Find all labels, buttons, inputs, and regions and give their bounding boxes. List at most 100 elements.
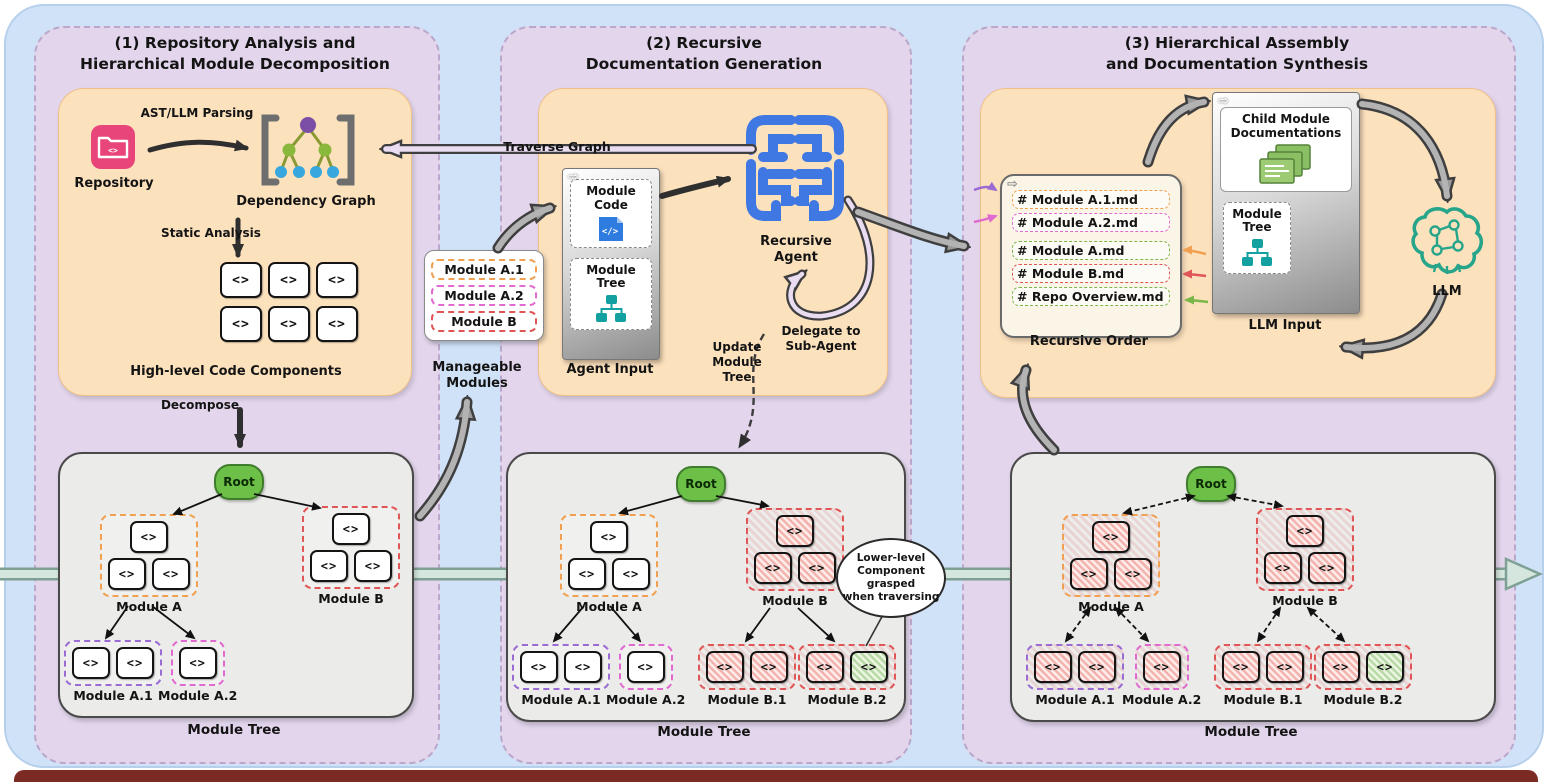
module-a1-label: Module A.1 bbox=[73, 688, 153, 703]
repository-icon: <> bbox=[91, 125, 135, 169]
code-component-icon: <> bbox=[220, 306, 262, 342]
module-code-icon: </> bbox=[599, 216, 623, 241]
module-a2-group: <> Module A.2 bbox=[606, 644, 685, 707]
code-component-icon: <> bbox=[750, 651, 788, 683]
traverse-graph-label: Traverse Graph bbox=[503, 139, 611, 154]
recursive-order-label: Recursive Order bbox=[1029, 334, 1149, 349]
code-component-icon: <> bbox=[776, 515, 814, 547]
code-component-icon: <> bbox=[754, 552, 792, 584]
svg-text:</>: </> bbox=[602, 227, 619, 237]
agent-input-box: ⇨ Module Code </> Module Tree bbox=[562, 168, 660, 360]
recursive-agent-label: Recursive Agent bbox=[760, 234, 832, 266]
module-b2-group: <><> Module B.2 bbox=[1314, 644, 1412, 707]
code-component-icon: <> bbox=[612, 558, 650, 590]
module-a-label: Module A bbox=[116, 599, 182, 614]
ast-parsing-label: AST/LLM Parsing bbox=[140, 106, 254, 120]
code-component-icon: <> bbox=[1078, 651, 1116, 683]
code-component-icon: <> bbox=[1266, 651, 1304, 683]
code-component-icon-grasped: <> bbox=[850, 651, 888, 683]
components-label: High-level Code Components bbox=[130, 364, 342, 379]
module-b1-label: Module B.1 bbox=[1223, 692, 1303, 707]
repository-label: Repository bbox=[74, 176, 154, 191]
module-a1-label: Module A.1 bbox=[521, 692, 601, 707]
code-component-icon: <> bbox=[1264, 552, 1302, 584]
module-b-label: Module B bbox=[318, 591, 384, 606]
panel-2-title-line1: (2) Recursive bbox=[646, 34, 762, 52]
module-a1-group: <><> Module A.1 bbox=[512, 644, 610, 707]
page-arrow-icon: ⇨ bbox=[1007, 177, 1018, 192]
code-component-icon: <> bbox=[354, 550, 392, 582]
code-component-icon: <> bbox=[220, 262, 262, 298]
module-tree-caption-2: Module Tree bbox=[657, 724, 751, 740]
code-component-icon: <> bbox=[310, 550, 348, 582]
module-tree-card: Module Tree bbox=[1223, 201, 1291, 275]
module-b-label: Module B bbox=[762, 593, 828, 608]
panel-3-title-line2: and Documentation Synthesis bbox=[1105, 55, 1369, 73]
module-a-group: <> <><> Module A bbox=[1062, 514, 1160, 614]
code-component-icon: <> bbox=[178, 647, 217, 679]
manageable-item: Module B bbox=[431, 311, 537, 332]
dependency-graph-icon bbox=[261, 114, 355, 186]
module-a1-group: <><> Module A.1 bbox=[64, 640, 162, 703]
code-component-icon: <> bbox=[568, 558, 606, 590]
code-component-icon: <> bbox=[268, 306, 310, 342]
code-component-icon: <> bbox=[152, 558, 190, 590]
cloud-line3: when traversing bbox=[842, 591, 940, 604]
order-item: # Repo Overview.md bbox=[1012, 287, 1170, 306]
module-b2-group: <><> Module B.2 bbox=[798, 644, 896, 707]
root-node: Root bbox=[676, 466, 726, 502]
module-b-group: <> <><> Module B bbox=[302, 506, 400, 606]
code-component-icon: <> bbox=[316, 262, 358, 298]
llm-input-box: ⇨ Child Module Documentations Module Tre… bbox=[1212, 92, 1360, 314]
module-a2-label: Module A.2 bbox=[1122, 692, 1202, 707]
update-module-tree-label: Update Module Tree bbox=[712, 340, 762, 384]
code-component-icon: <> bbox=[1286, 515, 1324, 547]
manageable-item: Module A.1 bbox=[431, 259, 537, 280]
panel-2-title-line2: Documentation Generation bbox=[585, 55, 823, 73]
module-tree-card: Module Tree bbox=[570, 257, 652, 331]
module-tree-label: Module Tree bbox=[1232, 206, 1282, 235]
code-component-icon: <> bbox=[268, 262, 310, 298]
module-b2-label: Module B.2 bbox=[1323, 692, 1403, 707]
panel-3-title-line1: (3) Hierarchical Assembly bbox=[1124, 34, 1350, 52]
module-b-group: <> <><> Module B bbox=[746, 508, 844, 608]
code-component-icon: <> bbox=[564, 651, 602, 683]
page-arrow-icon: ⇨ bbox=[1218, 94, 1229, 109]
svg-text:<>: <> bbox=[108, 146, 118, 155]
llm-input-label: LLM Input bbox=[1248, 318, 1322, 333]
panel-1-title-line2: Hierarchical Module Decomposition bbox=[80, 55, 390, 73]
code-component-icon: <> bbox=[1322, 651, 1360, 683]
code-component-icon: <> bbox=[72, 647, 110, 679]
recursive-order-box: ⇨ # Module A.1.md # Module A.2.md # Modu… bbox=[1000, 174, 1182, 338]
module-b1-label: Module B.1 bbox=[707, 692, 787, 707]
module-tree-label: Module Tree bbox=[586, 262, 636, 291]
module-code-card: Module Code </> bbox=[570, 179, 652, 248]
module-a-group: <> <><> Module A bbox=[100, 514, 198, 614]
code-component-icon: <> bbox=[520, 651, 558, 683]
module-tree-icon bbox=[1242, 239, 1272, 267]
code-component-icon: <> bbox=[1092, 521, 1130, 553]
module-b-group: <> <><> Module B bbox=[1256, 508, 1354, 608]
decompose-label: Decompose bbox=[160, 398, 240, 412]
llm-icon bbox=[1411, 207, 1484, 274]
manageable-modules-label: Manageable Modules bbox=[432, 360, 522, 392]
module-a1-group: <><> Module A.1 bbox=[1026, 644, 1124, 707]
bottom-strip bbox=[14, 770, 1538, 782]
module-a-label: Module A bbox=[1078, 599, 1144, 614]
code-component-icon: <> bbox=[1070, 558, 1108, 590]
module-b-label: Module B bbox=[1272, 593, 1338, 608]
static-analysis-label: Static Analysis bbox=[161, 226, 261, 240]
code-component-icon-grasped: <> bbox=[1366, 651, 1404, 683]
module-b1-group: <><> Module B.1 bbox=[698, 644, 796, 707]
code-component-icon: <> bbox=[130, 521, 168, 553]
delegate-label: Delegate to Sub-Agent bbox=[781, 324, 861, 353]
child-docs-icon bbox=[1259, 143, 1311, 184]
module-a2-group: <> Module A.2 bbox=[158, 640, 237, 703]
panel-1-title-line1: (1) Repository Analysis and bbox=[114, 34, 356, 52]
llm-label: LLM bbox=[1432, 284, 1462, 299]
agent-input-label: Agent Input bbox=[566, 362, 654, 377]
code-component-icon: <> bbox=[316, 306, 358, 342]
manageable-item: Module A.2 bbox=[431, 285, 537, 306]
module-tree-caption-3: Module Tree bbox=[1204, 724, 1298, 740]
